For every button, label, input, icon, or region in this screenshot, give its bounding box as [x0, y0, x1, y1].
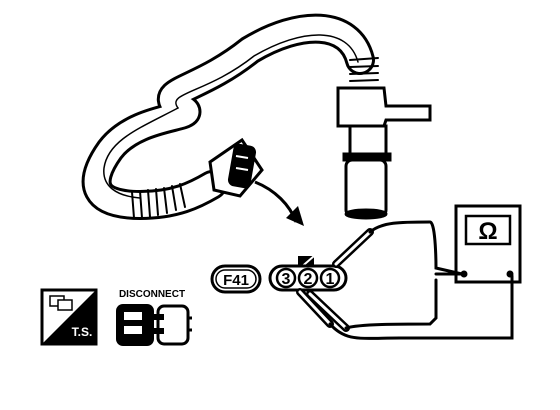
connector-pin-1 [319, 267, 341, 289]
wiring-hose [81, 13, 379, 220]
connector-face: 3 2 1 [268, 255, 348, 292]
ts-badge: T.S. [40, 288, 98, 346]
connector-pin-3 [275, 267, 297, 289]
disconnect-label: DISCONNECT [119, 289, 185, 300]
pointer-arrow [254, 180, 304, 226]
ohmmeter: Ω [454, 204, 522, 284]
connector-pin-1-label: 1 [326, 271, 335, 288]
harness-connector-plug [208, 137, 264, 198]
disconnect-badge: DISCONNECT [116, 289, 192, 346]
meter-terminal-left [460, 270, 468, 278]
unplugged-connector-icon [116, 304, 192, 346]
sensor-body [336, 86, 432, 220]
connector-id-badge: F41 [210, 264, 262, 294]
connector-pin-3-label: 3 [282, 271, 291, 288]
ohm-symbol: Ω [478, 218, 497, 245]
test-leads [296, 220, 514, 340]
connector-id-label: F41 [223, 272, 249, 289]
ts-label: T.S. [72, 325, 93, 339]
connector-pin-2-label: 2 [304, 271, 313, 288]
connector-pin-2 [297, 267, 319, 289]
